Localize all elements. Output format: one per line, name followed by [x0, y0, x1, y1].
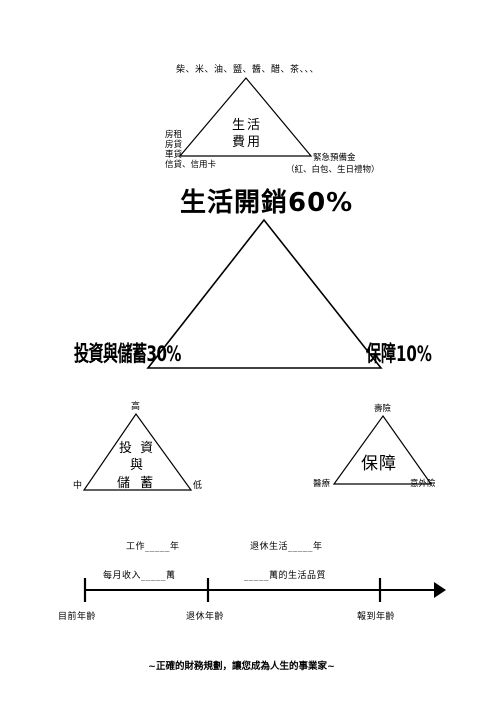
invest-line3: 儲 蓄: [117, 476, 157, 491]
living-quality-label: _____萬的生活品質: [244, 571, 327, 581]
gift-money-label: （紅、白包、生日禮物）: [286, 165, 380, 175]
risk-low-label: 低: [193, 481, 203, 491]
risk-high-label: 高: [131, 402, 141, 412]
end-age-label: 報到年齡: [357, 612, 396, 622]
medical-insurance-label: 醫療: [313, 479, 331, 489]
risk-medium-label: 中: [73, 481, 83, 491]
loan-item-credit: 信貸、信用卡: [165, 160, 217, 170]
insurance-10-label: 保障10%: [366, 340, 432, 367]
footer-slogan: ~正確的財務規劃，讓您成為人生的事業家~: [148, 661, 335, 672]
accident-insurance-label: 意外險: [410, 479, 436, 489]
invest-line1: 投 資: [119, 441, 156, 456]
retire-age-label: 退休年齡: [186, 612, 225, 622]
invest-line2: 與: [130, 458, 144, 473]
loan-item-rent: 房租: [165, 130, 183, 140]
loan-list: 房租 房貸 車貸 信貸、信用卡: [165, 130, 216, 170]
daily-necessities-label: 柴、米、油、鹽、醬、醋、茶、、、: [176, 65, 320, 75]
loan-item-mortgage: 房貸: [165, 140, 183, 150]
living-cost-line1: 生活: [232, 118, 263, 133]
monthly-income-label: 每月收入_____萬: [103, 571, 176, 581]
protection-center-label: 保障: [361, 454, 397, 474]
invest-triangle: [82, 412, 193, 491]
life-insurance-label: 壽險: [374, 404, 392, 414]
invest-saving-30-label: 投資與儲蓄30%: [74, 340, 181, 367]
top-expenses-triangle: [178, 77, 313, 157]
emergency-fund-label: 緊急預備金: [313, 153, 356, 163]
retire-years-label: 退休生活_____年: [250, 542, 323, 552]
loan-item-car: 車貸: [165, 150, 183, 160]
insurance-triangle: [332, 414, 433, 485]
living-cost-line2: 費用: [232, 135, 263, 150]
main-budget-triangle: [146, 218, 383, 369]
current-age-label: 目前年齡: [58, 612, 97, 622]
living-expense-60-label: 生活開銷60%: [180, 188, 354, 218]
work-years-label: 工作_____年: [126, 542, 180, 552]
timeline-arrow-head: [434, 582, 446, 598]
